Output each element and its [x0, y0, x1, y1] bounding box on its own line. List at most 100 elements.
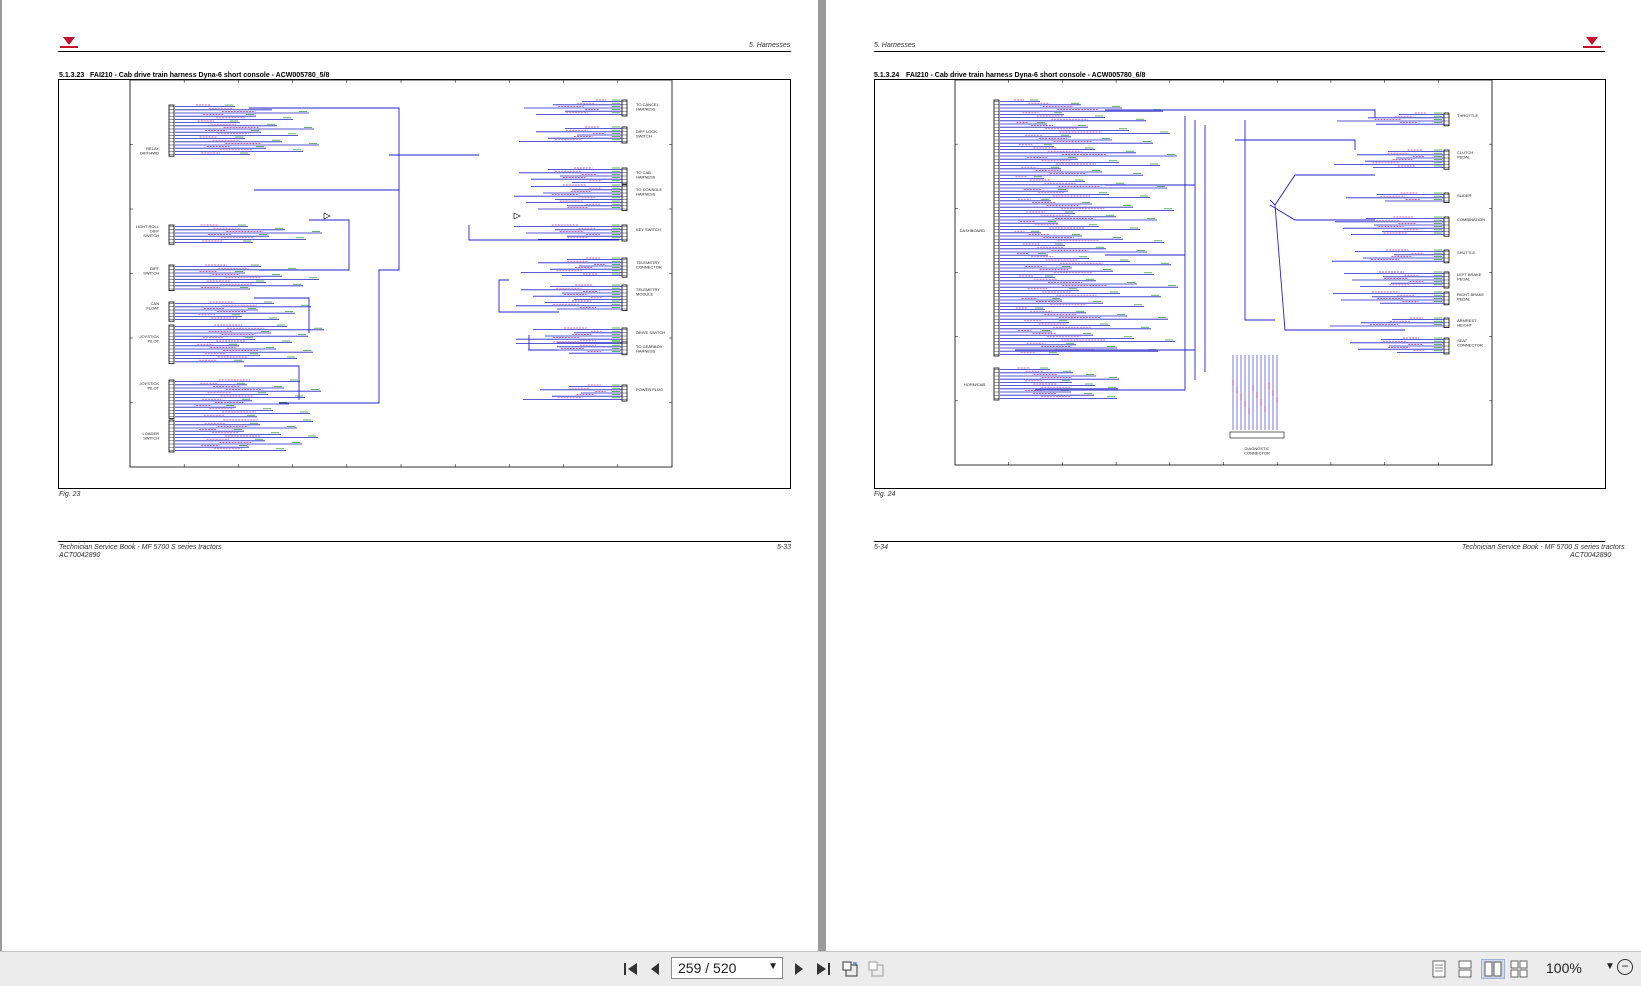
- connector-block: [993, 367, 1000, 401]
- first-page-icon[interactable]: [622, 959, 640, 979]
- connector-block: [168, 104, 175, 157]
- footer-rule: [58, 541, 791, 542]
- connector-label: SHUTTLE: [1457, 250, 1476, 255]
- next-page-icon[interactable]: [792, 959, 806, 979]
- continuous-icon[interactable]: [1456, 959, 1474, 979]
- zoom-out-icon[interactable]: −: [1617, 959, 1633, 975]
- header-section: 5. Harnesses: [874, 42, 916, 49]
- section-title: FAI210 - Cab drive train harness Dyna-6 …: [90, 72, 330, 79]
- wire-route: [1274, 204, 1405, 331]
- page-indicator-text: 259 / 520: [678, 960, 737, 976]
- wire-route: [468, 225, 619, 241]
- wire-route: [254, 297, 310, 333]
- footer-document-code: ACT0042890: [59, 552, 101, 559]
- wire-route: [1269, 174, 1375, 206]
- connector-block: [1443, 291, 1450, 306]
- two-page-icon[interactable]: [1481, 959, 1505, 979]
- connector-label: DRIVE SWITCH: [636, 330, 665, 335]
- wire-route: [244, 365, 300, 400]
- connector-label: THROTTLE: [1457, 113, 1478, 118]
- brand-logo: [60, 37, 78, 49]
- header-rule: [58, 51, 791, 52]
- chevron-down-icon[interactable]: ▼: [1605, 961, 1615, 972]
- connector-block: [1443, 112, 1450, 127]
- connector-block: [1229, 431, 1285, 439]
- section-title: FAI210 - Cab drive train harness Dyna-6 …: [906, 72, 1146, 79]
- wire-route: [498, 279, 559, 313]
- connector-label: POWER PLUG: [636, 387, 663, 392]
- wire-route: [259, 219, 350, 271]
- header-section: 5. Harnesses: [749, 42, 791, 49]
- connector-block: [168, 224, 175, 245]
- connector-block: [168, 301, 175, 322]
- figure-caption: Fig. 23: [59, 491, 81, 498]
- header-rule: [874, 51, 1605, 52]
- connector-label: DASHBOARD: [960, 228, 985, 233]
- zoom-level[interactable]: 100%: [1546, 960, 1582, 976]
- page-number-field[interactable]: 259 / 520 ▼: [671, 957, 783, 979]
- page-number: 5-33: [777, 544, 792, 551]
- connector-label: KEY SWITCH: [636, 227, 661, 232]
- last-page-icon[interactable]: [814, 959, 832, 979]
- wire-route: [1105, 109, 1376, 118]
- page-number: 5-34: [874, 544, 889, 551]
- connector-block: [168, 379, 175, 419]
- page-right: 5. Harnesses 5.1.3.24 FAI210 - Cab drive…: [826, 0, 1641, 951]
- connector-block: [621, 257, 628, 278]
- wire-route: [1244, 120, 1275, 321]
- connector-block: [1443, 249, 1450, 264]
- connector-block: [1443, 216, 1450, 237]
- connector-block: [168, 419, 175, 453]
- navigation-toolbar: 259 / 520 ▼ 100% ▼ −: [0, 951, 1641, 986]
- diode-icon: [513, 212, 521, 220]
- connector-label: HORN/CAB: [964, 382, 985, 387]
- footer-rule: [874, 541, 1605, 542]
- wire-route: [1035, 116, 1186, 391]
- prev-page-icon[interactable]: [648, 959, 662, 979]
- figure-caption: Fig. 24: [874, 491, 896, 498]
- connector-block: [1443, 149, 1450, 170]
- chevron-down-icon[interactable]: ▼: [768, 961, 778, 972]
- wire-route: [1269, 204, 1375, 221]
- connector-label: SLIDER: [1457, 193, 1472, 198]
- connector-block: [621, 284, 628, 312]
- document-viewer[interactable]: 5. Harnesses 5.1.3.23 FAI210 - Cab drive…: [0, 0, 1641, 951]
- footer-book-title: Technician Service Book - MF 5700 S seri…: [1462, 544, 1625, 551]
- rotate-icon[interactable]: [840, 959, 860, 979]
- two-page-continuous-icon[interactable]: [1510, 959, 1528, 979]
- connector-label: COMBINATION: [1457, 217, 1485, 222]
- connector-block: [621, 341, 628, 356]
- connector-block: [993, 99, 1000, 357]
- footer-book-title: Technician Service Book - MF 5700 S seri…: [59, 544, 222, 551]
- connector-block: [168, 324, 175, 364]
- footer-document-code: ACT0042890: [1570, 552, 1612, 559]
- fit-icon[interactable]: [866, 959, 886, 979]
- single-page-icon[interactable]: [1430, 959, 1448, 979]
- drawing-frame: [954, 80, 1493, 466]
- section-number: 5.1.3.24: [874, 72, 900, 79]
- connector-block: [168, 264, 175, 292]
- page-left: 5. Harnesses 5.1.3.23 FAI210 - Cab drive…: [2, 0, 818, 951]
